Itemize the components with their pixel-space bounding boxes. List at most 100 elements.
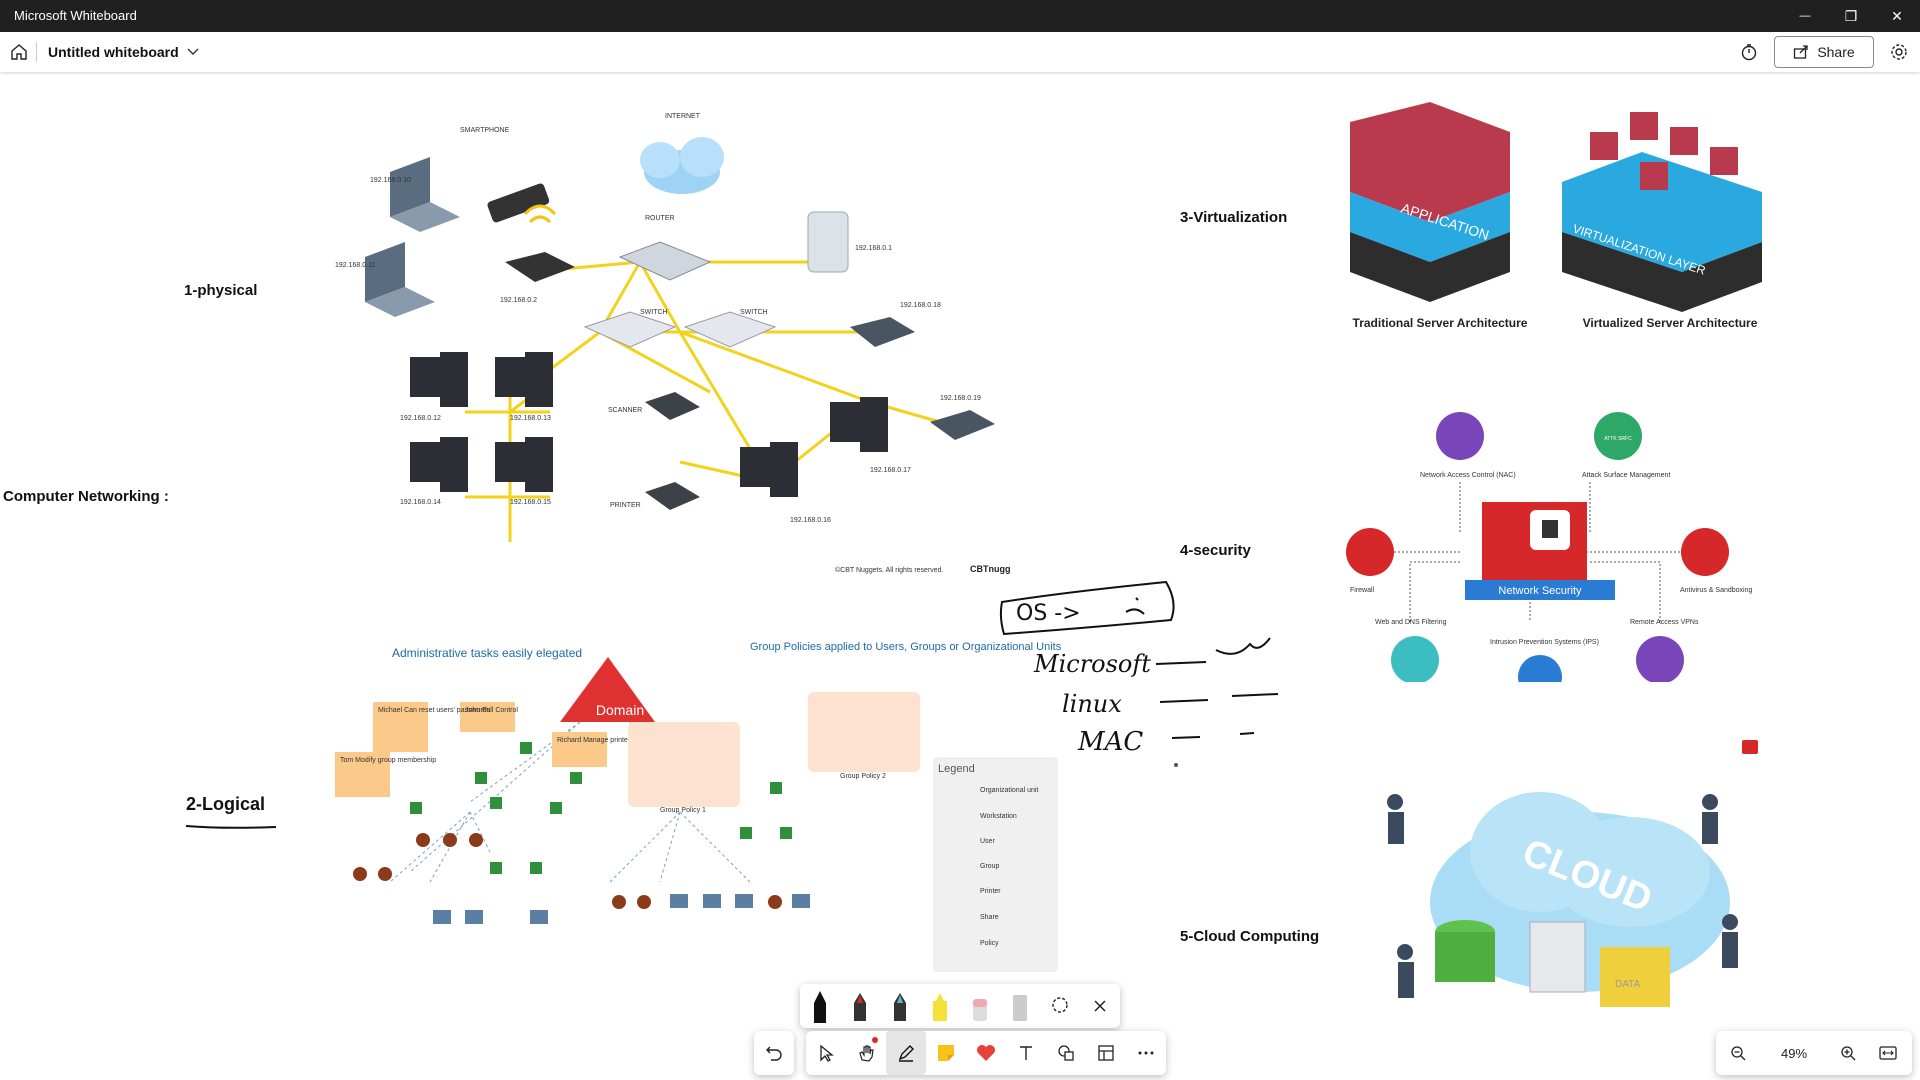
eraser[interactable] [960, 984, 1000, 1028]
timer-button[interactable] [1740, 32, 1762, 72]
cbtnuggets-logo: CBTnuggets [970, 564, 1010, 574]
traditional-server: APPLICATION [1350, 102, 1510, 302]
highlighter-icon [933, 993, 947, 1021]
data-folder [1600, 947, 1670, 1007]
shapes-tool[interactable] [1046, 1031, 1086, 1075]
whiteboard-canvas[interactable]: 1-physical Computer Networking : 2-Logic… [0, 72, 1920, 1080]
domain-pyramid [560, 657, 655, 722]
more-tools[interactable] [1126, 1031, 1166, 1075]
home-icon [11, 44, 27, 60]
reactions-tool[interactable] [966, 1031, 1006, 1075]
ou-icons [410, 742, 792, 874]
ip-phone-1 [850, 317, 915, 347]
ip-label: 192.168.0.14 [400, 499, 441, 506]
ip-label: 192.168.0.1 [855, 245, 892, 252]
group-policy-2-box [808, 692, 920, 772]
restore-button[interactable]: ❐ [1828, 0, 1874, 32]
label-cloud-computing[interactable]: 5-Cloud Computing [1180, 928, 1320, 945]
ip-label: 192.168.0.12 [400, 415, 441, 422]
label-physical[interactable]: 1-physical [184, 282, 258, 299]
ip-label: 192.168.0.10 [370, 177, 411, 184]
templates-tool[interactable] [1086, 1031, 1126, 1075]
board-title-text: Untitled whiteboard [48, 44, 179, 60]
pan-tool[interactable] [846, 1031, 886, 1075]
teal-pen[interactable] [880, 984, 920, 1028]
label-logical[interactable]: 2-Logical [186, 794, 266, 814]
chevron-down-icon [187, 48, 199, 55]
security-node-label: Web and DNS Filtering [1375, 619, 1447, 626]
laptop-1 [390, 157, 460, 232]
virtualized-title: Virtualized Server Architecture [1583, 316, 1758, 330]
ip-label: 192.168.0.18 [900, 302, 941, 309]
share-icon [1794, 45, 1808, 59]
legend-item: Policy [980, 940, 999, 947]
inking-tool[interactable] [886, 1031, 926, 1075]
virtualization-diagram[interactable]: APPLICATION VIRTUALIZATION LAYER Traditi… [1340, 102, 1780, 372]
recording-dot [872, 1037, 878, 1043]
ip-label: 192.168.0.19 [940, 395, 981, 402]
restore-icon: ❐ [1844, 7, 1858, 24]
red-logo [1742, 740, 1758, 754]
switch-label: SWITCH [640, 309, 668, 316]
text-tool[interactable] [1006, 1031, 1046, 1075]
people-figures [1387, 794, 1738, 998]
fit-screen-icon [1879, 1046, 1897, 1060]
network-security-diagram[interactable]: ATTK SRFC Network Security Network Acces… [1330, 392, 1760, 699]
cloud-internet [640, 137, 724, 194]
ink-pen-icon [898, 1045, 914, 1062]
lasso-select[interactable] [1040, 984, 1080, 1028]
zoom-in-button[interactable] [1828, 1031, 1868, 1075]
smartphone-label: SMARTPHONE [460, 127, 510, 134]
select-tool[interactable] [806, 1031, 846, 1075]
zoom-out-icon [1731, 1046, 1746, 1061]
settings-button[interactable] [1890, 32, 1912, 72]
lasso-icon [1052, 997, 1068, 1013]
laptop-2 [365, 242, 435, 317]
ip-label: 192.168.0.11 [335, 262, 375, 269]
red-pen[interactable] [840, 984, 880, 1028]
close-icon [1094, 1000, 1106, 1012]
physical-network-diagram[interactable]: INTERNET SMARTPHONE 192.168.0.10 192.168… [330, 102, 1024, 582]
minimize-button[interactable]: — [1782, 0, 1828, 32]
ip-label: 192.168.0.17 [870, 467, 911, 474]
black-pen[interactable] [800, 984, 840, 1028]
zoom-value: 49% [1780, 1045, 1808, 1061]
pen-icon [854, 993, 866, 1021]
logical-ad-diagram[interactable]: Administrative tasks easily elegated Dom… [330, 612, 1070, 1052]
share-label: Share [1817, 44, 1855, 60]
traditional-title: Traditional Server Architecture [1353, 316, 1528, 330]
user-icons [353, 833, 782, 909]
label-virtualization[interactable]: 3-Virtualization [1180, 209, 1288, 226]
legend-item: Group [980, 863, 1000, 870]
sticky-note-tool[interactable] [926, 1031, 966, 1075]
fit-to-screen-button[interactable] [1868, 1031, 1908, 1075]
zoom-level[interactable]: 49% [1772, 1031, 1816, 1075]
security-node-label: Antivirus & Sandboxing [1680, 587, 1752, 594]
home-button[interactable] [10, 32, 32, 72]
label-security[interactable]: 4-security [1180, 542, 1251, 559]
copyright: ©CBT Nuggets. All rights reserved. [835, 566, 944, 574]
ip-phone-2 [930, 410, 995, 440]
router [618, 241, 712, 281]
firewall-wall [1482, 502, 1587, 582]
close-window-button[interactable]: ✕ [1874, 0, 1920, 32]
scanner-label: SCANNER [608, 407, 642, 414]
ruler[interactable] [1000, 984, 1040, 1028]
legend-item: Printer [980, 888, 1001, 895]
handwriting-os: OS -> [1016, 601, 1081, 626]
close-pen-tray[interactable] [1080, 984, 1120, 1028]
network-security-banner [1465, 580, 1615, 600]
board-title[interactable]: Untitled whiteboard [48, 32, 199, 72]
handwriting-microsoft: Microsoft [1033, 650, 1151, 678]
handwritten-notes[interactable]: OS -> Microsoft linux MAC [996, 572, 1296, 832]
share-button[interactable]: Share [1774, 36, 1874, 68]
more-icon [1138, 1051, 1154, 1055]
label-computer-networking[interactable]: Computer Networking : [3, 488, 169, 505]
legend-item: Workstation [980, 813, 1017, 820]
templates-icon [1098, 1045, 1114, 1061]
cloud-computing-diagram[interactable]: CLOUD DATA [1340, 772, 1780, 1072]
smartphone [487, 183, 550, 223]
yellow-highlighter[interactable] [920, 984, 960, 1028]
undo-button[interactable] [754, 1031, 794, 1075]
zoom-out-button[interactable] [1718, 1031, 1758, 1075]
